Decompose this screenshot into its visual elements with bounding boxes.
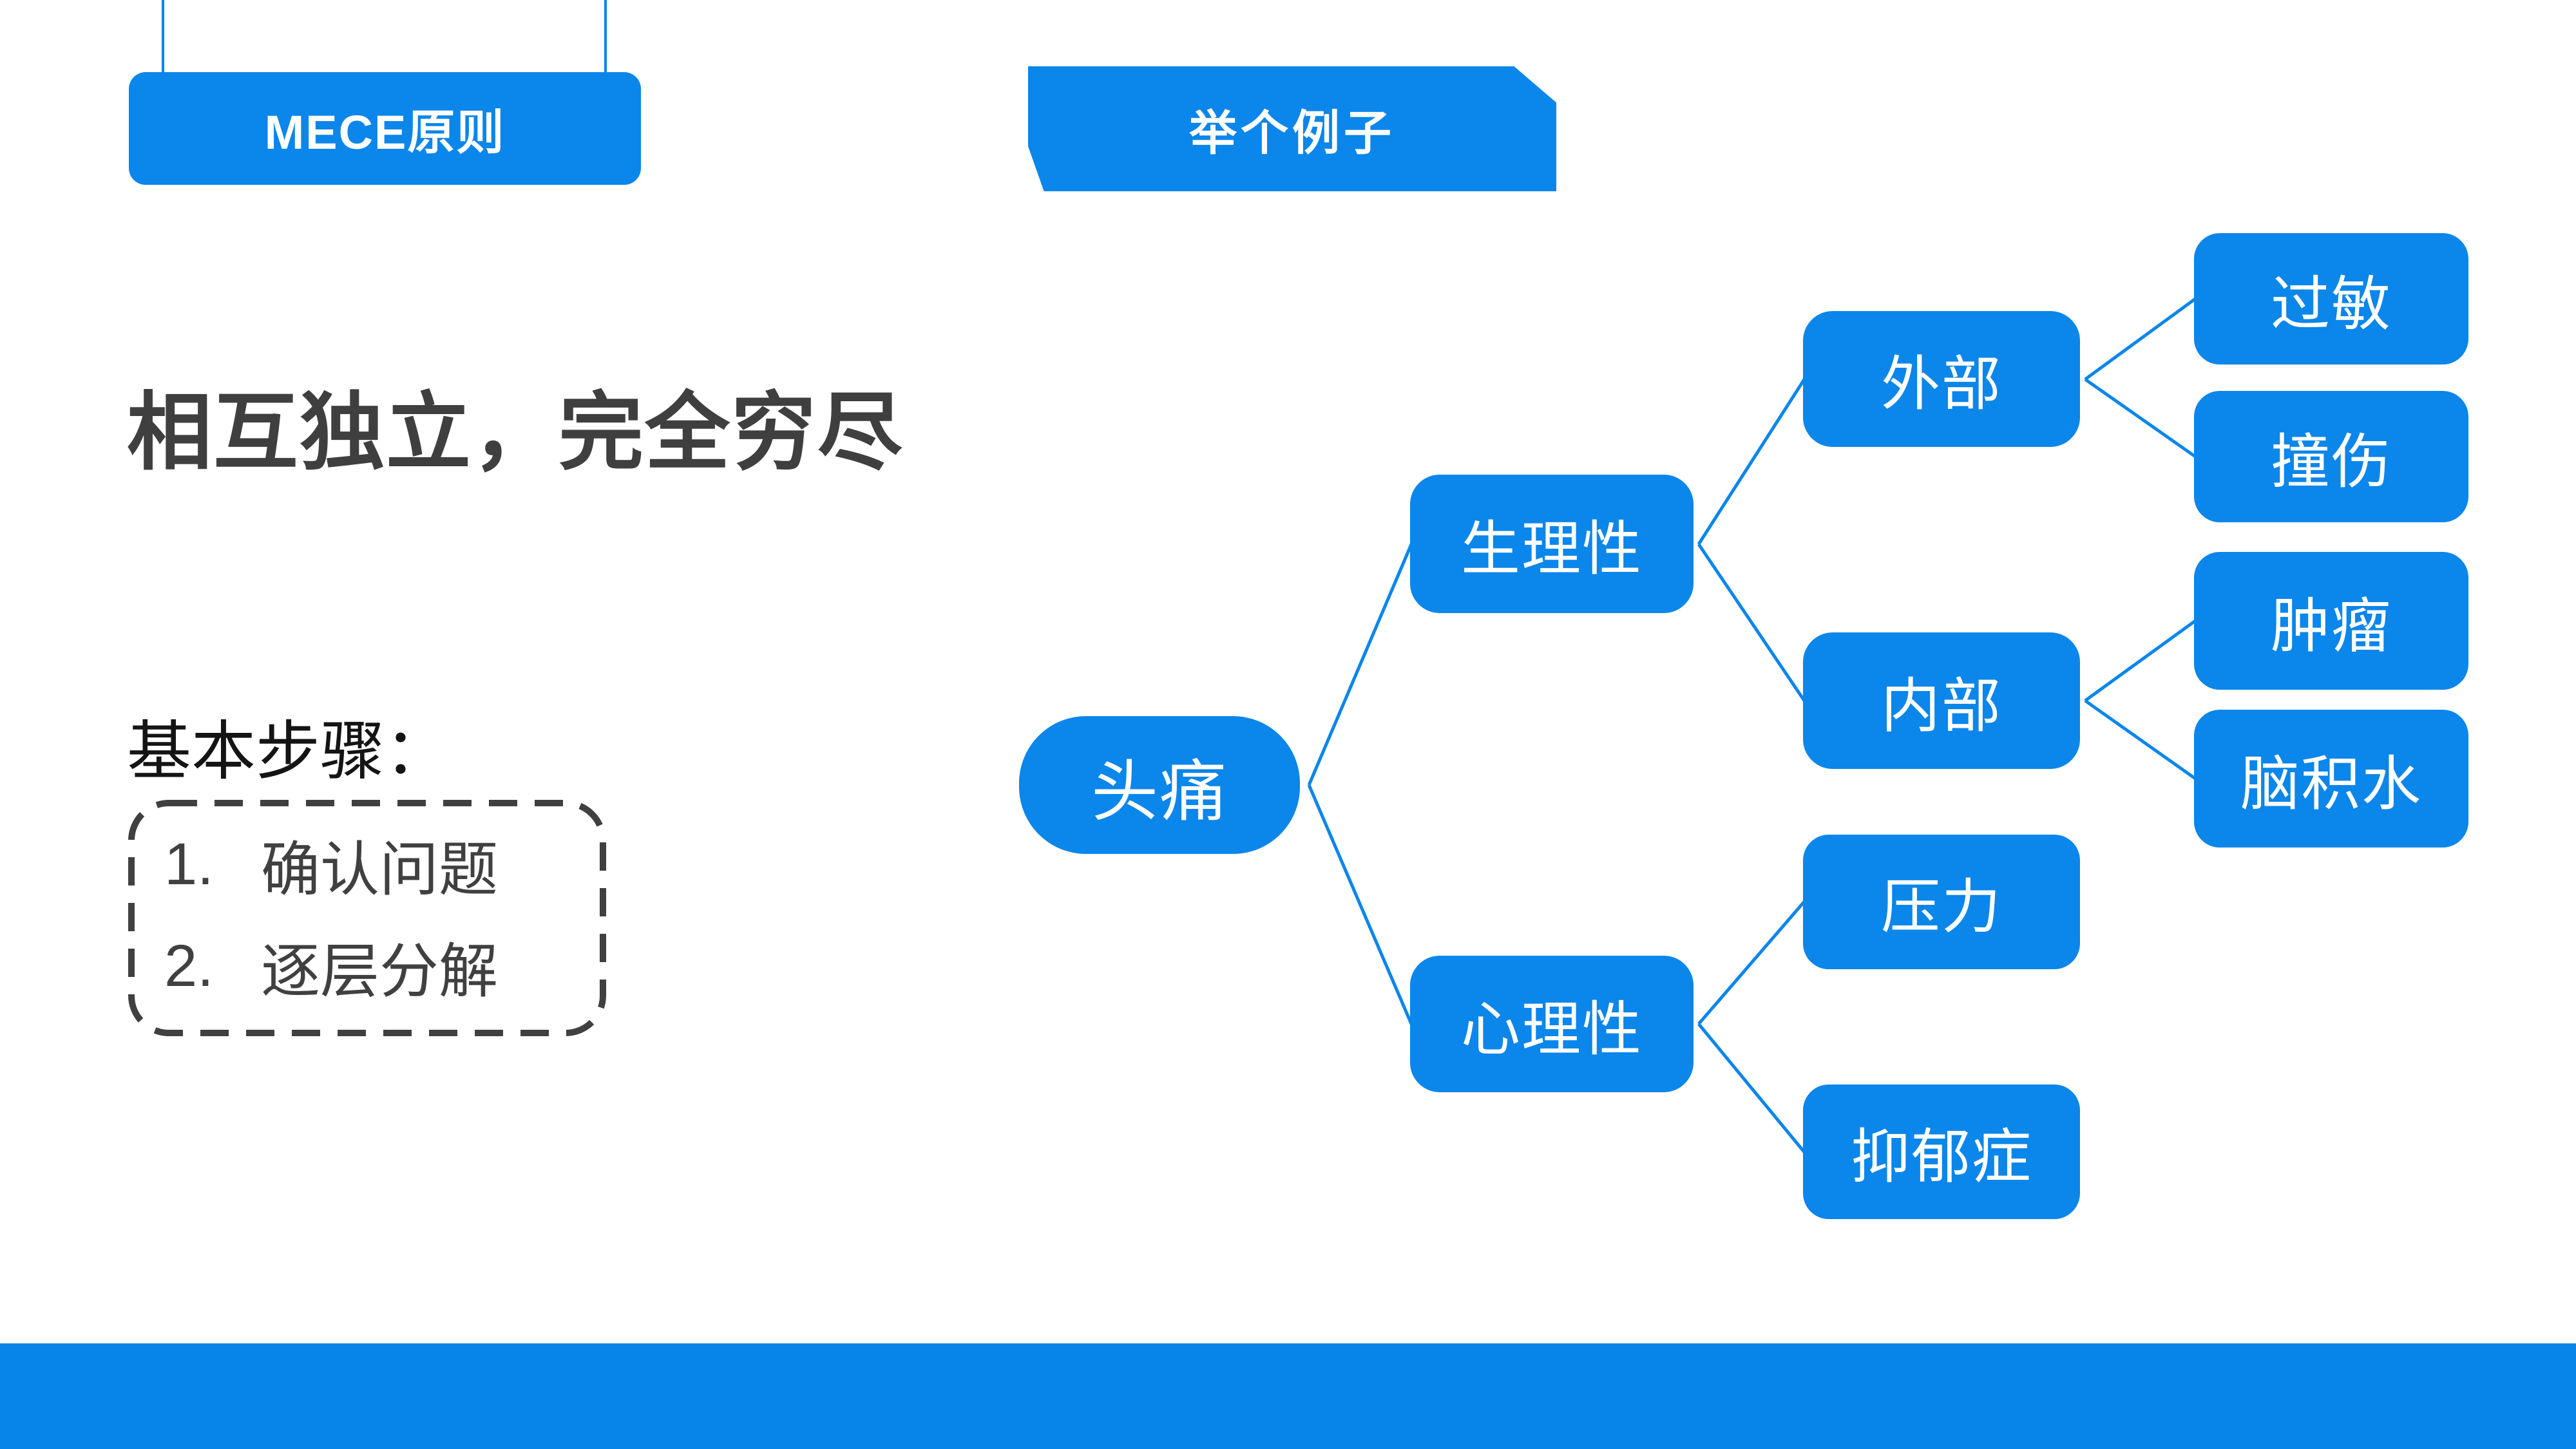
step-item-2: 2. 逐层分解: [164, 927, 498, 1005]
example-ribbon-label: 举个例子: [1189, 106, 1395, 160]
tree-node-headache: 头痛: [1019, 716, 1300, 854]
step-item-1: 1. 确认问题: [164, 826, 498, 903]
tree-node-hydrocephalus: 脑积水: [2194, 710, 2468, 848]
tree-node-physiological: 生理性: [1410, 475, 1693, 613]
tree-node-bruise: 撞伤: [2194, 391, 2468, 522]
connector-root-psycho: [1307, 784, 1413, 1025]
connector-physio-external: [1697, 378, 1806, 545]
connector-psycho-stress: [1697, 900, 1806, 1025]
connector-root-physio: [1307, 544, 1413, 786]
steps-dashed-box: [128, 800, 606, 1036]
connector-external-allergy: [2084, 297, 2197, 381]
connector-psycho-depression: [1697, 1023, 1806, 1153]
slide-heading: 相互独立，完全穷尽: [127, 385, 904, 480]
step-1-number: 1.: [164, 831, 214, 897]
connector-internal-tumor: [2084, 619, 2197, 703]
mece-title-badge: MECE原则: [129, 72, 641, 185]
footer-accent-bar: [0, 1343, 2576, 1449]
tree-node-allergy: 过敏: [2194, 233, 2468, 365]
step-2-number: 2.: [164, 933, 214, 999]
steps-title: 基本步骤：: [127, 715, 449, 788]
tree-node-external: 外部: [1803, 311, 2080, 447]
tree-node-internal: 内部: [1803, 632, 2080, 769]
step-2-label: 逐层分解: [261, 938, 499, 1005]
tree-node-depression: 抑郁症: [1803, 1084, 2080, 1219]
tree-node-stress: 压力: [1803, 835, 2080, 969]
example-ribbon: 举个例子: [1028, 66, 1556, 191]
tree-node-tumor: 肿瘤: [2194, 552, 2468, 690]
connector-physio-internal: [1697, 543, 1806, 702]
mece-title-label: MECE原则: [264, 106, 506, 159]
step-1-label: 确认问题: [261, 837, 499, 903]
connector-internal-hydro: [2084, 699, 2197, 781]
connector-external-bruise: [2084, 377, 2197, 459]
tree-node-psychological: 心理性: [1410, 956, 1693, 1092]
